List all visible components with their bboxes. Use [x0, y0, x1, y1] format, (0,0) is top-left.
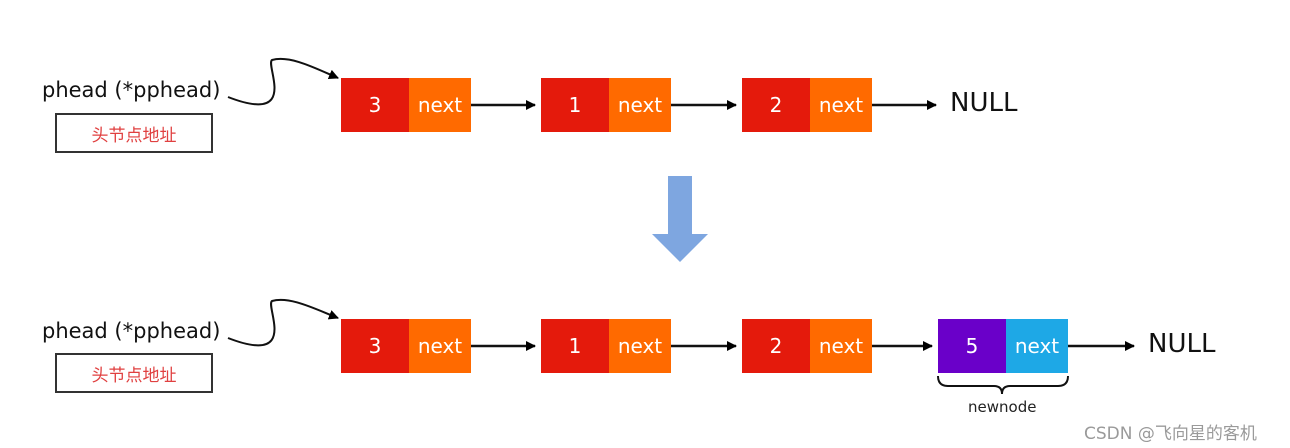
- node-next: next: [810, 319, 872, 373]
- head-address-box: 头节点地址: [55, 113, 213, 153]
- head-pointer-curve: [227, 57, 339, 106]
- pointer-label: phead (*pphead): [42, 319, 221, 343]
- newnode-brace: [937, 375, 1069, 395]
- pointer-label: phead (*pphead): [42, 78, 221, 102]
- head-address-box: 头节点地址: [55, 353, 213, 393]
- node-next: next: [1006, 319, 1068, 373]
- node-value: 1: [541, 319, 609, 373]
- watermark: CSDN @飞向星的客机: [1084, 424, 1257, 444]
- new-list-node: 5 next: [938, 319, 1068, 373]
- head-pointer-curve: [227, 298, 339, 347]
- node-next: next: [609, 78, 671, 132]
- node-next: next: [409, 319, 471, 373]
- list-node: 3 next: [341, 319, 471, 373]
- node-next: next: [409, 78, 471, 132]
- node-value: 1: [541, 78, 609, 132]
- node-value: 3: [341, 78, 409, 132]
- list-node: 1 next: [541, 78, 671, 132]
- null-terminator: NULL: [1148, 329, 1216, 359]
- node-value: 2: [742, 78, 810, 132]
- list-node: 2 next: [742, 78, 872, 132]
- null-terminator: NULL: [950, 88, 1018, 118]
- transition-down-arrow: [652, 176, 708, 262]
- address-label: 头节点地址: [91, 125, 177, 146]
- address-label: 头节点地址: [91, 365, 177, 386]
- newnode-label: newnode: [968, 398, 1037, 416]
- node-next: next: [609, 319, 671, 373]
- node-next: next: [810, 78, 872, 132]
- list-node: 1 next: [541, 319, 671, 373]
- node-value: 5: [938, 319, 1006, 373]
- list-node: 3 next: [341, 78, 471, 132]
- node-value: 3: [341, 319, 409, 373]
- node-value: 2: [742, 319, 810, 373]
- list-node: 2 next: [742, 319, 872, 373]
